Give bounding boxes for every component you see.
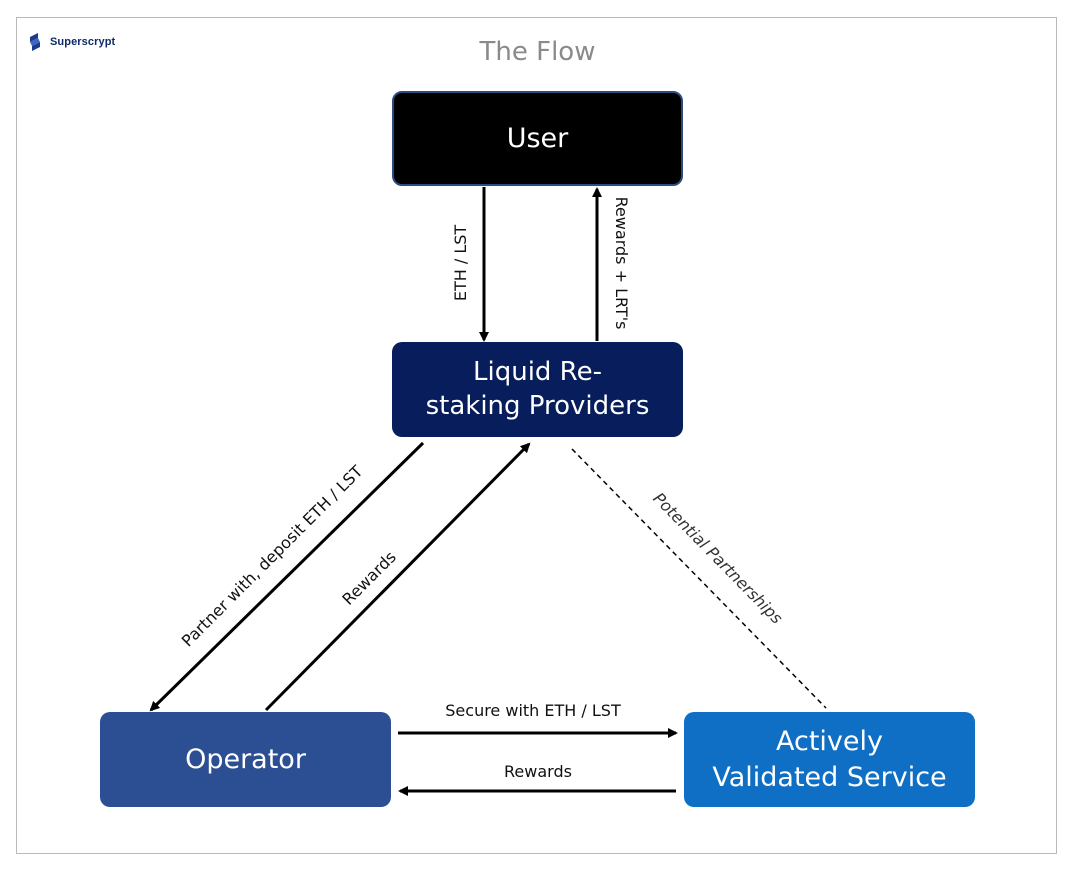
node-lrp-line2: staking Providers: [425, 390, 650, 421]
node-lrp-line1: Liquid Re-: [473, 356, 602, 387]
dashed-lrp-avs: [571, 448, 827, 709]
label-lrp-avs: Potential Partnerships: [649, 489, 786, 628]
arrow-lrp-to-operator: [149, 441, 425, 712]
node-user: User: [392, 91, 683, 186]
arrow-operator-to-lrp: [264, 442, 531, 712]
label-lrp-to-operator: Partner with, deposit ETH / LST: [178, 462, 367, 651]
node-avs-line1: Actively: [776, 726, 883, 758]
label-avs-to-operator: Rewards: [504, 762, 572, 781]
label-lrp-to-user: Rewards + LRT's: [612, 197, 631, 330]
label-operator-to-lrp: Rewards: [338, 547, 399, 608]
label-user-to-lrp: ETH / LST: [451, 225, 470, 302]
node-liquid-restaking-providers: Liquid Re- staking Providers: [392, 342, 683, 437]
node-operator: Operator: [100, 712, 391, 807]
node-actively-validated-service: Actively Validated Service: [684, 712, 975, 807]
brand-name: Superscrypt: [50, 36, 116, 48]
label-operator-to-avs: Secure with ETH / LST: [445, 701, 621, 720]
brand: Superscrypt: [24, 31, 115, 53]
diagram-title: The Flow: [479, 37, 596, 67]
node-operator-label: Operator: [185, 743, 306, 775]
node-user-label: User: [506, 122, 569, 154]
superscrypt-logo-icon: [30, 33, 40, 51]
node-avs-line2: Validated Service: [712, 761, 947, 793]
slide-frame: [16, 17, 1057, 854]
